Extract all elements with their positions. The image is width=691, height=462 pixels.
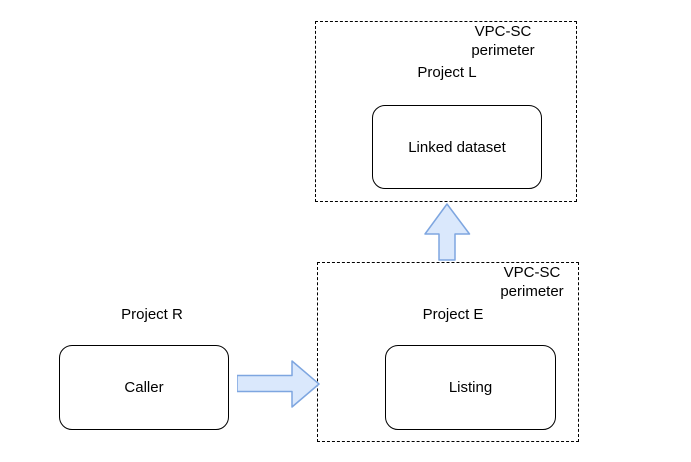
linked-dataset-node: Linked dataset: [372, 105, 542, 189]
arrow-listing-to-linked-dataset-icon: [424, 203, 471, 261]
vpc-sc-perimeter-top-title-line2: perimeter: [471, 42, 535, 59]
vpc-sc-perimeter-top-title: VPC-SC perimeter: [453, 22, 553, 60]
right-block-arrow-shape: [237, 360, 320, 408]
arrow-caller-to-listing-icon: [237, 360, 320, 408]
project-l-label: Project L: [417, 64, 477, 81]
vpc-sc-perimeter-top: [315, 21, 577, 202]
vpc-sc-perimeter-bottom-title-line1: VPC-SC: [503, 264, 561, 281]
project-r-label: Project R: [121, 306, 183, 323]
caller-node: Caller: [59, 345, 229, 430]
listing-node-label: Listing: [448, 379, 493, 396]
caller-node-label: Caller: [124, 379, 164, 396]
up-block-arrow-shape: [424, 203, 471, 261]
linked-dataset-node-label: Linked dataset: [408, 138, 506, 156]
vpc-sc-perimeter-bottom-title: VPC-SC perimeter: [482, 263, 582, 301]
vpc-sc-perimeter-top-title-line1: VPC-SC: [474, 23, 532, 40]
vpc-sc-perimeter-bottom-title-line2: perimeter: [500, 283, 564, 300]
project-e-label: Project E: [422, 306, 484, 323]
listing-node: Listing: [385, 345, 556, 430]
vpc-sc-perimeter-bottom: [317, 262, 579, 442]
